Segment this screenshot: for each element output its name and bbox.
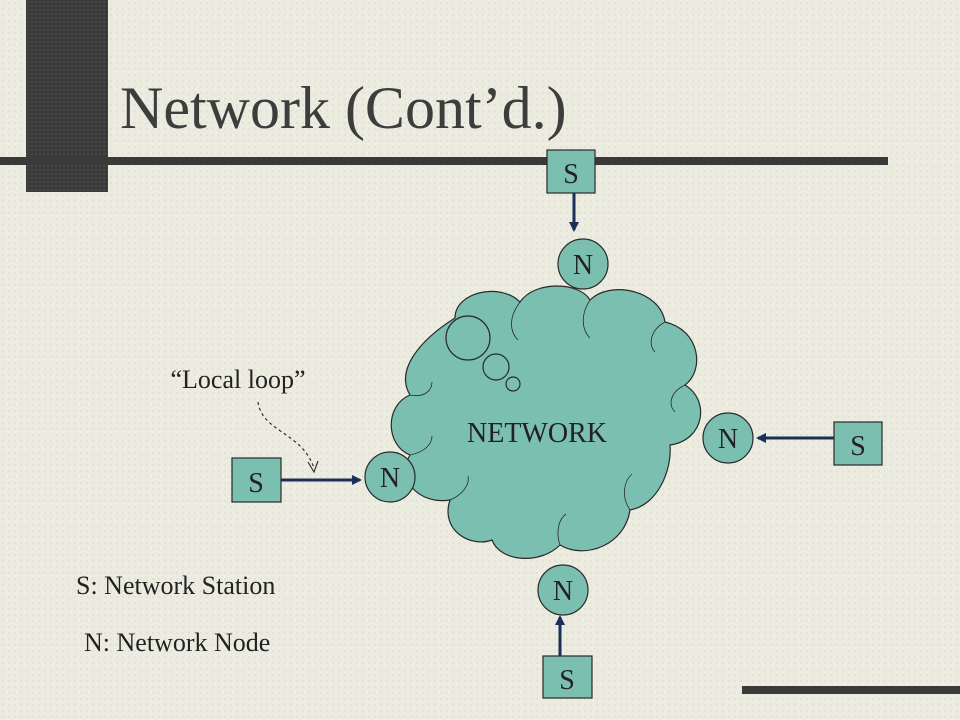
local-loop-arrowhead <box>307 460 319 474</box>
node-bottom: N <box>537 564 589 616</box>
legend-station: S: Network Station <box>76 571 275 600</box>
slide-title: Network (Cont’d.) <box>120 75 567 141</box>
station-right: S <box>833 421 883 466</box>
decorative-top-rule <box>0 157 888 165</box>
local-loop-label: “Local loop” <box>171 365 306 394</box>
node-right: N <box>702 412 754 464</box>
station-top-label: S <box>563 159 579 190</box>
legend-node: N: Network Node <box>84 628 270 657</box>
node-top: N <box>557 238 609 290</box>
cloud-label: NETWORK <box>467 418 607 449</box>
node-bottom-label: N <box>553 576 573 607</box>
station-top: S <box>546 149 596 194</box>
network-cloud <box>390 285 702 559</box>
node-left: N <box>364 451 416 503</box>
station-bottom-label: S <box>559 665 575 696</box>
station-left-label: S <box>248 468 264 499</box>
decorative-bottom-rule <box>742 686 960 694</box>
station-left: S <box>231 457 282 503</box>
node-left-label: N <box>380 463 400 494</box>
node-right-label: N <box>718 424 738 455</box>
station-right-label: S <box>850 431 866 462</box>
local-loop-pointer <box>257 401 315 469</box>
station-bottom: S <box>542 655 593 699</box>
node-top-label: N <box>573 250 593 281</box>
